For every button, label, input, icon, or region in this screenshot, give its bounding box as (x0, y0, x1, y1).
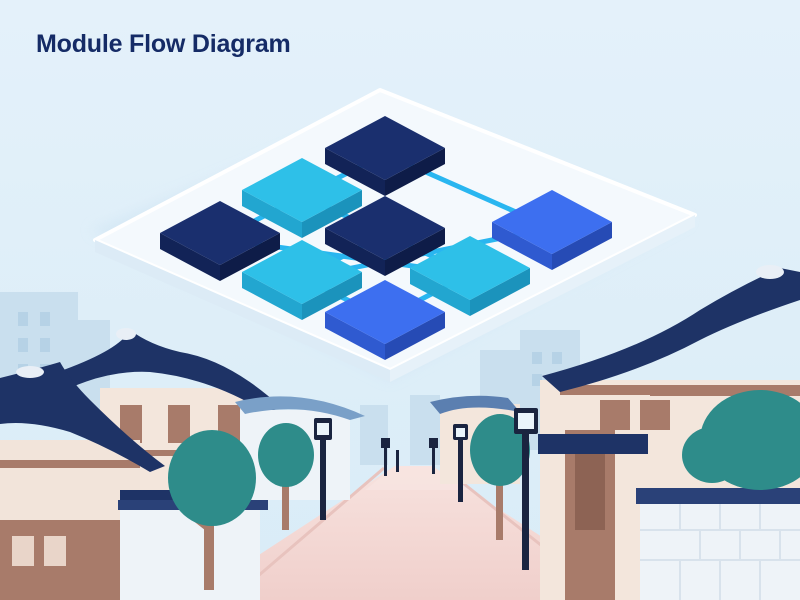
module-m6-top-face (242, 240, 362, 304)
tree-right-large (682, 390, 800, 490)
modules (160, 116, 612, 360)
module-m4-top-face (160, 201, 280, 265)
module-m6-right-face (302, 272, 362, 320)
module-m7-top-face (410, 236, 530, 300)
module-m8-left-face (325, 312, 385, 360)
module-m1[interactable] (325, 116, 445, 196)
module-m6-left-face (242, 272, 302, 320)
module-m5-right-face (552, 222, 612, 270)
page-title: Module Flow Diagram (36, 30, 291, 58)
module-m4-left-face (160, 233, 220, 281)
module-m2-left-face (242, 190, 302, 238)
module-m6[interactable] (242, 240, 362, 320)
right-wall (636, 488, 800, 600)
module-m2-right-face (302, 190, 362, 238)
module-m2[interactable] (242, 158, 362, 238)
module-m7-left-face (410, 268, 470, 316)
module-m5[interactable] (492, 190, 612, 270)
tree-left-large (168, 430, 256, 590)
module-m1-top-face (325, 116, 445, 180)
module-m1-right-face (385, 148, 445, 196)
module-m1-left-face (325, 148, 385, 196)
module-m2-top-face (242, 158, 362, 222)
module-m3-top-face (325, 196, 445, 260)
module-m8[interactable] (325, 280, 445, 360)
module-m3[interactable] (325, 196, 445, 276)
module-m7[interactable] (410, 236, 530, 316)
module-m8-top-face (325, 280, 445, 344)
module-m5-left-face (492, 222, 552, 270)
module-m8-right-face (385, 312, 445, 360)
module-m4[interactable] (160, 201, 280, 281)
tree-left-small (258, 423, 314, 530)
lamp-lights (317, 413, 534, 437)
left-hanok-front (0, 362, 190, 600)
module-m7-right-face (470, 268, 530, 316)
left-wall (118, 500, 268, 600)
module-m4-right-face (220, 233, 280, 281)
module-m3-left-face (325, 228, 385, 276)
module-m5-top-face (492, 190, 612, 254)
module-m3-right-face (385, 228, 445, 276)
